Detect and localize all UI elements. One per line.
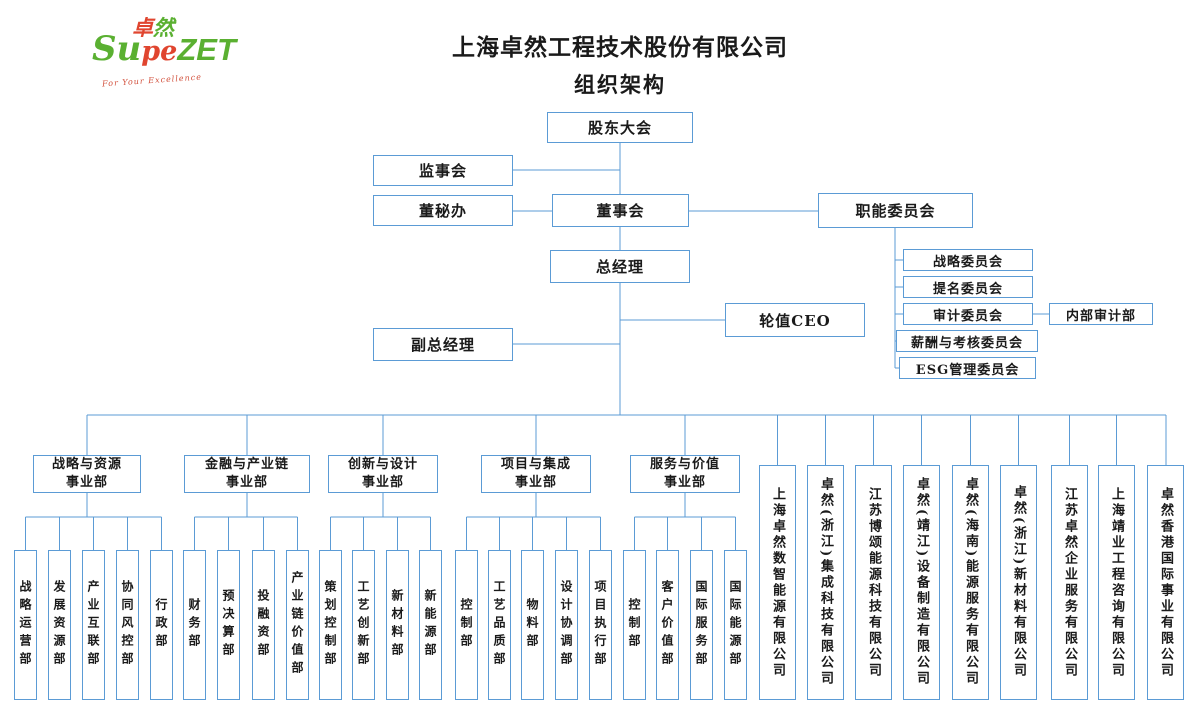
- logo-pe: pe: [141, 36, 178, 67]
- node-functional-committees: 职能委员会: [818, 193, 973, 228]
- logo-chinese-characters: 卓然: [132, 12, 174, 42]
- dept-strategic-operations: 战略运营部: [14, 550, 37, 700]
- dept-customer-value: 客户价值部: [656, 550, 679, 700]
- division-label-line1: 金融与产业链: [204, 457, 289, 473]
- dept-project-execution: 项目执行部: [589, 550, 612, 700]
- company-zhuoran-zhejiang-integration-tech: 卓然(浙江)集成科技有限公司: [807, 465, 844, 700]
- dept-finance: 财务部: [183, 550, 206, 700]
- committee-esg-management: ESG管理委员会: [899, 357, 1036, 379]
- dept-administration: 行政部: [150, 550, 173, 700]
- dept-investment-financing: 投融资部: [252, 550, 275, 700]
- dept-process-innovation: 工艺创新部: [352, 550, 375, 700]
- dept-new-materials: 新材料部: [386, 550, 409, 700]
- division-label-line1: 战略与资源: [51, 457, 122, 473]
- node-rotating-ceo: 轮值CEO: [725, 303, 865, 337]
- dept-industry-chain-value: 产业链价值部: [286, 550, 309, 700]
- division-label-line2: 事业部: [663, 475, 706, 490]
- node-supervisory-board: 监事会: [373, 155, 513, 186]
- page-title: 上海卓然工程技术股份有限公司 组织架构: [320, 28, 920, 99]
- division-strategy-resources: 战略与资源 事业部: [33, 455, 141, 493]
- org-structure-subtitle: 组织架构: [574, 72, 666, 97]
- company-name-title: 上海卓然工程技术股份有限公司: [452, 34, 788, 61]
- dept-process-quality: 工艺品质部: [488, 550, 511, 700]
- division-label-line2: 事业部: [65, 475, 108, 490]
- division-label-line2: 事业部: [225, 475, 268, 490]
- dept-development-resources: 发展资源部: [48, 550, 71, 700]
- committee-audit: 审计委员会: [903, 303, 1033, 325]
- company-shanghai-zhuoran-digital-energy: 上海卓然数智能源有限公司: [759, 465, 796, 700]
- division-label-line2: 事业部: [514, 475, 557, 490]
- division-label-line2: 事业部: [361, 475, 404, 490]
- node-shareholders-meeting: 股东大会: [547, 112, 693, 143]
- dept-planning-control: 策划控制部: [319, 550, 342, 700]
- dept-materials: 物料部: [521, 550, 544, 700]
- logo-cn-char-1: 卓: [132, 15, 153, 40]
- dept-budget-settlement: 预决算部: [217, 550, 240, 700]
- committee-compensation-appraisal: 薪酬与考核委员会: [896, 330, 1038, 352]
- logo-tagline: For Your Excellence: [101, 72, 203, 89]
- division-label-line1: 创新与设计: [347, 457, 418, 473]
- company-shanghai-jingye-engineering-consulting: 上海靖业工程咨询有限公司: [1098, 465, 1135, 700]
- company-jiangsu-zhuoran-enterprise-service: 江苏卓然企业服务有限公司: [1051, 465, 1088, 700]
- division-innovation-design: 创新与设计 事业部: [328, 455, 438, 493]
- logo-cn-char-2: 然: [153, 15, 174, 40]
- logo-zet: ZET: [177, 32, 236, 67]
- company-zhuoran-hainan-energy-service: 卓然(海南)能源服务有限公司: [952, 465, 989, 700]
- dept-new-energy: 新能源部: [419, 550, 442, 700]
- dept-international-service: 国际服务部: [690, 550, 713, 700]
- logo-wordmark: SupeZET: [92, 29, 236, 69]
- node-board-secretary-office: 董秘办: [373, 195, 513, 226]
- division-label-line1: 服务与价值: [649, 457, 720, 473]
- node-deputy-general-manager: 副总经理: [373, 328, 513, 361]
- company-zhuoran-hongkong-international: 卓然香港国际事业有限公司: [1147, 465, 1184, 700]
- division-project-integration: 项目与集成 事业部: [481, 455, 591, 493]
- company-zhuoran-zhejiang-new-materials: 卓然(浙江)新材料有限公司: [1000, 465, 1037, 700]
- dept-control: 控制部: [455, 550, 478, 700]
- dept-control-2: 控制部: [623, 550, 646, 700]
- division-finance-industry-chain: 金融与产业链 事业部: [184, 455, 310, 493]
- division-service-value: 服务与价值 事业部: [630, 455, 740, 493]
- node-general-manager: 总经理: [550, 250, 690, 283]
- dept-design-coordination: 设计协调部: [555, 550, 578, 700]
- committee-nomination: 提名委员会: [903, 276, 1033, 298]
- node-board-of-directors: 董事会: [552, 194, 689, 227]
- dept-international-energy: 国际能源部: [724, 550, 747, 700]
- company-logo: 卓然 SupeZET For Your Excellence: [92, 12, 262, 102]
- company-jiangsu-bosong-energy-tech: 江苏博颂能源科技有限公司: [855, 465, 892, 700]
- node-internal-audit-dept: 内部审计部: [1049, 303, 1153, 325]
- committee-strategy: 战略委员会: [903, 249, 1033, 271]
- dept-industry-internet: 产业互联部: [82, 550, 105, 700]
- logo-su: Su: [92, 29, 142, 69]
- dept-collaborative-risk-control: 协同风控部: [116, 550, 139, 700]
- company-zhuoran-jingjiang-equipment: 卓然(靖江)设备制造有限公司: [903, 465, 940, 700]
- division-label-line1: 项目与集成: [500, 457, 571, 473]
